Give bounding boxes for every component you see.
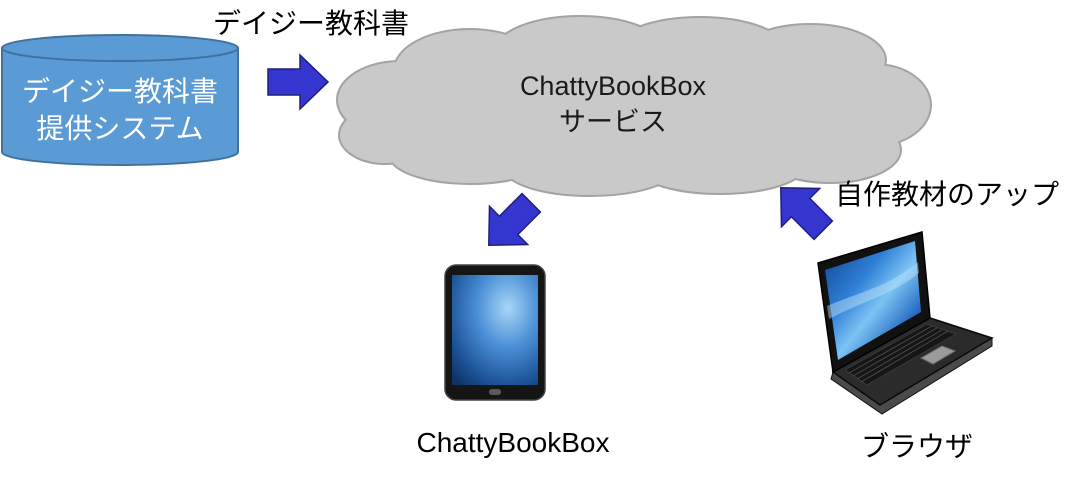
database-icon	[0, 34, 239, 166]
arrow-right-shape	[267, 54, 329, 110]
arrow-right-icon	[267, 54, 329, 110]
source-to-service-label: デイジー教科書	[213, 8, 409, 39]
database-body	[0, 47, 239, 166]
laptop-key-rows	[848, 325, 949, 383]
laptop-touchpad	[919, 345, 957, 365]
tablet-screen	[452, 275, 538, 385]
service-node: ChattyBookBox サービス	[336, 15, 932, 197]
laptop-screen-glare	[827, 262, 919, 319]
source-system-node: デイジー教科書 提供システム	[0, 34, 239, 166]
cloud-icon	[336, 15, 932, 197]
tablet-icon	[444, 264, 546, 401]
browser-device-node: ブラウザ	[817, 231, 994, 462]
arrow-down-left-shape	[468, 182, 552, 266]
laptop-screen	[825, 241, 921, 360]
service-label-line2: サービス	[559, 107, 667, 137]
source-system-label-line2: 提供システム	[36, 113, 203, 144]
arrow-down-left-icon	[468, 182, 552, 266]
browser-to-service-label: 自作教材のアップ	[835, 179, 1059, 210]
laptop-icon	[817, 231, 994, 415]
database-top	[1, 34, 239, 62]
service-label-line1: ChattyBookBox	[520, 71, 707, 101]
tablet-home-button	[489, 389, 501, 395]
source-system-label-line1: デイジー教科書	[22, 76, 218, 107]
reader-device-node: ChattyBookBox	[417, 264, 610, 458]
cloud-fill-layer	[338, 17, 930, 195]
reader-device-label: ChattyBookBox	[417, 427, 610, 458]
browser-device-label: ブラウザ	[861, 431, 973, 462]
